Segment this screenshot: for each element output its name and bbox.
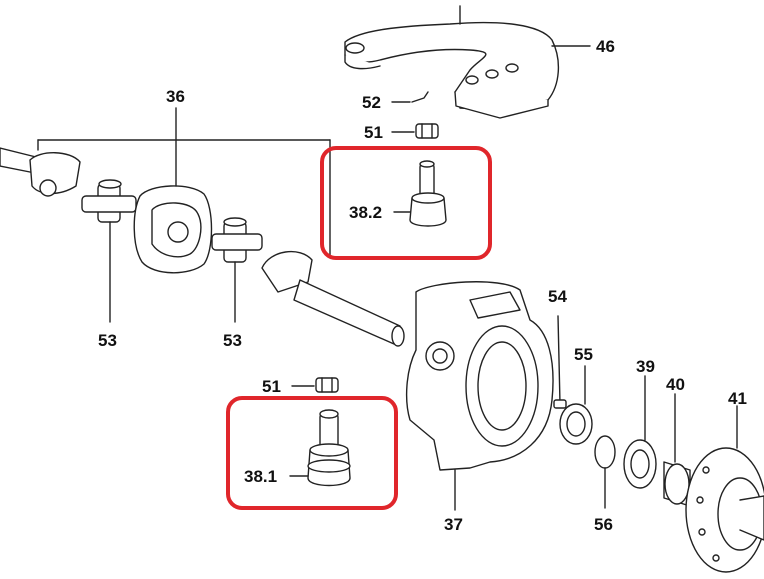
part-label-37: 37 — [444, 515, 463, 534]
wheel-hub-part — [685, 405, 764, 573]
part-label-36: 36 — [166, 87, 185, 106]
upper-control-arm-part — [344, 5, 591, 119]
part-label-56: 56 — [594, 515, 613, 534]
part-label-55: 55 — [574, 345, 593, 364]
part-label-41: 41 — [728, 389, 747, 408]
part-label-51-bottom: 51 — [262, 377, 281, 396]
highlight-box-upper-ball-joint — [320, 146, 492, 260]
cv-joint-housing-part — [133, 107, 213, 274]
part-label-38-2: 38.2 — [349, 203, 383, 222]
snap-ring-part — [594, 435, 616, 509]
part-label-51-top: 51 — [364, 123, 383, 142]
seal-part — [559, 365, 593, 445]
castle-nut-top-part — [391, 123, 439, 139]
u-joint-cross-left-part — [81, 179, 137, 323]
part-label-39: 39 — [636, 357, 655, 376]
wheel-bearing-part — [663, 393, 691, 507]
part-label-40: 40 — [666, 375, 685, 394]
u-joint-cross-middle-part — [211, 217, 263, 323]
highlight-box-lower-ball-joint — [226, 396, 398, 510]
bearing-race-part — [623, 375, 657, 489]
stub-axle-shaft-part — [261, 250, 405, 347]
part-label-52: 52 — [362, 93, 381, 112]
part-label-53-middle: 53 — [223, 331, 242, 350]
upper-ball-joint-part — [393, 160, 447, 227]
bolt-part — [553, 315, 567, 409]
lower-ball-joint-part — [289, 409, 351, 487]
part-label-53-left: 53 — [98, 331, 117, 350]
cotter-pin-part — [391, 91, 429, 103]
castle-nut-bottom-part — [291, 377, 339, 393]
part-label-54: 54 — [548, 287, 567, 306]
part-label-38-1: 38.1 — [244, 467, 278, 486]
part-label-46: 46 — [596, 37, 615, 56]
drive-shaft-left-part — [0, 139, 331, 256]
steering-knuckle-part — [405, 281, 554, 511]
